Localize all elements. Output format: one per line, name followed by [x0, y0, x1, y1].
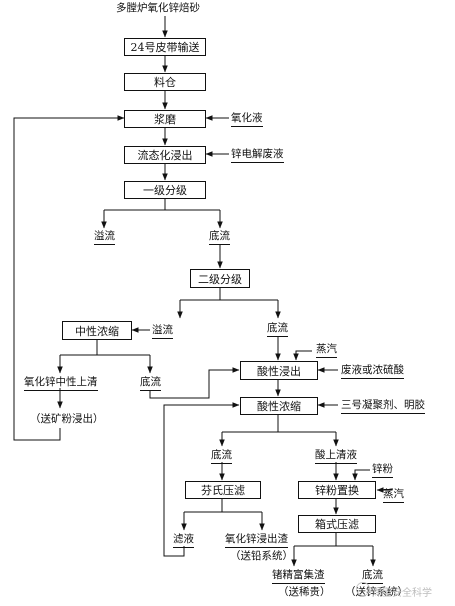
recycle-loop	[13, 115, 125, 441]
box-fluidized-leach: 流态化浸出	[124, 146, 206, 164]
label-zno-liquid: 氧化液	[231, 112, 263, 127]
box-classify1: 一级分级	[124, 181, 206, 199]
neutral-underflow-to-acid	[149, 367, 240, 399]
label-underflow2: 底流	[267, 322, 288, 337]
filtrate-recycle	[163, 402, 240, 557]
box-neutral-thicken: 中性浓缩	[62, 321, 132, 340]
box-acid-thicken: 酸性浓缩	[240, 397, 318, 415]
box-box-filter: 箱式压滤	[298, 515, 376, 533]
label-filtrate: 滤液	[173, 533, 194, 548]
label-zno-residue: 氧化锌浸出渣	[225, 533, 288, 548]
label-overflow2: 溢流	[152, 324, 173, 339]
box-grinding: 浆磨	[124, 110, 206, 128]
label-flocculant: 三号凝聚剂、明胶	[341, 399, 425, 414]
diagram-title: 多膛炉氧化锌焙砂	[116, 2, 200, 14]
label-zno-residue-dest: （送铅系统）	[230, 550, 293, 562]
label-overflow1: 溢流	[94, 230, 115, 245]
box-bin: 料仓	[124, 73, 206, 91]
arrow-zinc-powder	[352, 469, 370, 481]
label-waste-or-acid: 废液或浓硫酸	[341, 364, 404, 379]
label-acid-clear: 酸上清液	[315, 449, 357, 464]
label-zn-waste-liquid: 锌电解废液	[231, 148, 284, 163]
label-neutral-underflow: 底流	[140, 376, 161, 391]
label-steam1: 蒸汽	[316, 343, 337, 358]
arrow-steam1	[293, 350, 312, 361]
label-zinc-powder: 锌粉	[372, 463, 393, 478]
label-ge-concentrate-dest: （送稀贵）	[278, 586, 331, 598]
label-underflow1: 底流	[209, 230, 230, 245]
box-classify2: 二级分级	[190, 269, 250, 288]
label-neutral-clear-dest: （送矿粉浸出）	[30, 413, 104, 425]
watermark-logo-icon	[356, 582, 370, 596]
label-final-underflow: 底流	[362, 569, 383, 584]
box-filter-press: 芬氏压滤	[185, 481, 261, 499]
arrow-steam2	[376, 487, 393, 493]
label-acid-underflow: 底流	[211, 449, 232, 464]
label-ge-concentrate: 锗精富集渣	[272, 569, 325, 584]
watermark-text: 焊宝安全科学	[372, 588, 432, 599]
label-steam2: 蒸汽	[383, 488, 404, 503]
box-conveyor: 24号皮带输送	[124, 38, 206, 56]
box-zinc-replace: 锌粉置换	[298, 481, 376, 499]
label-neutral-clear: 氧化锌中性上清	[24, 376, 98, 391]
box-acid-leach: 酸性浸出	[240, 361, 318, 380]
